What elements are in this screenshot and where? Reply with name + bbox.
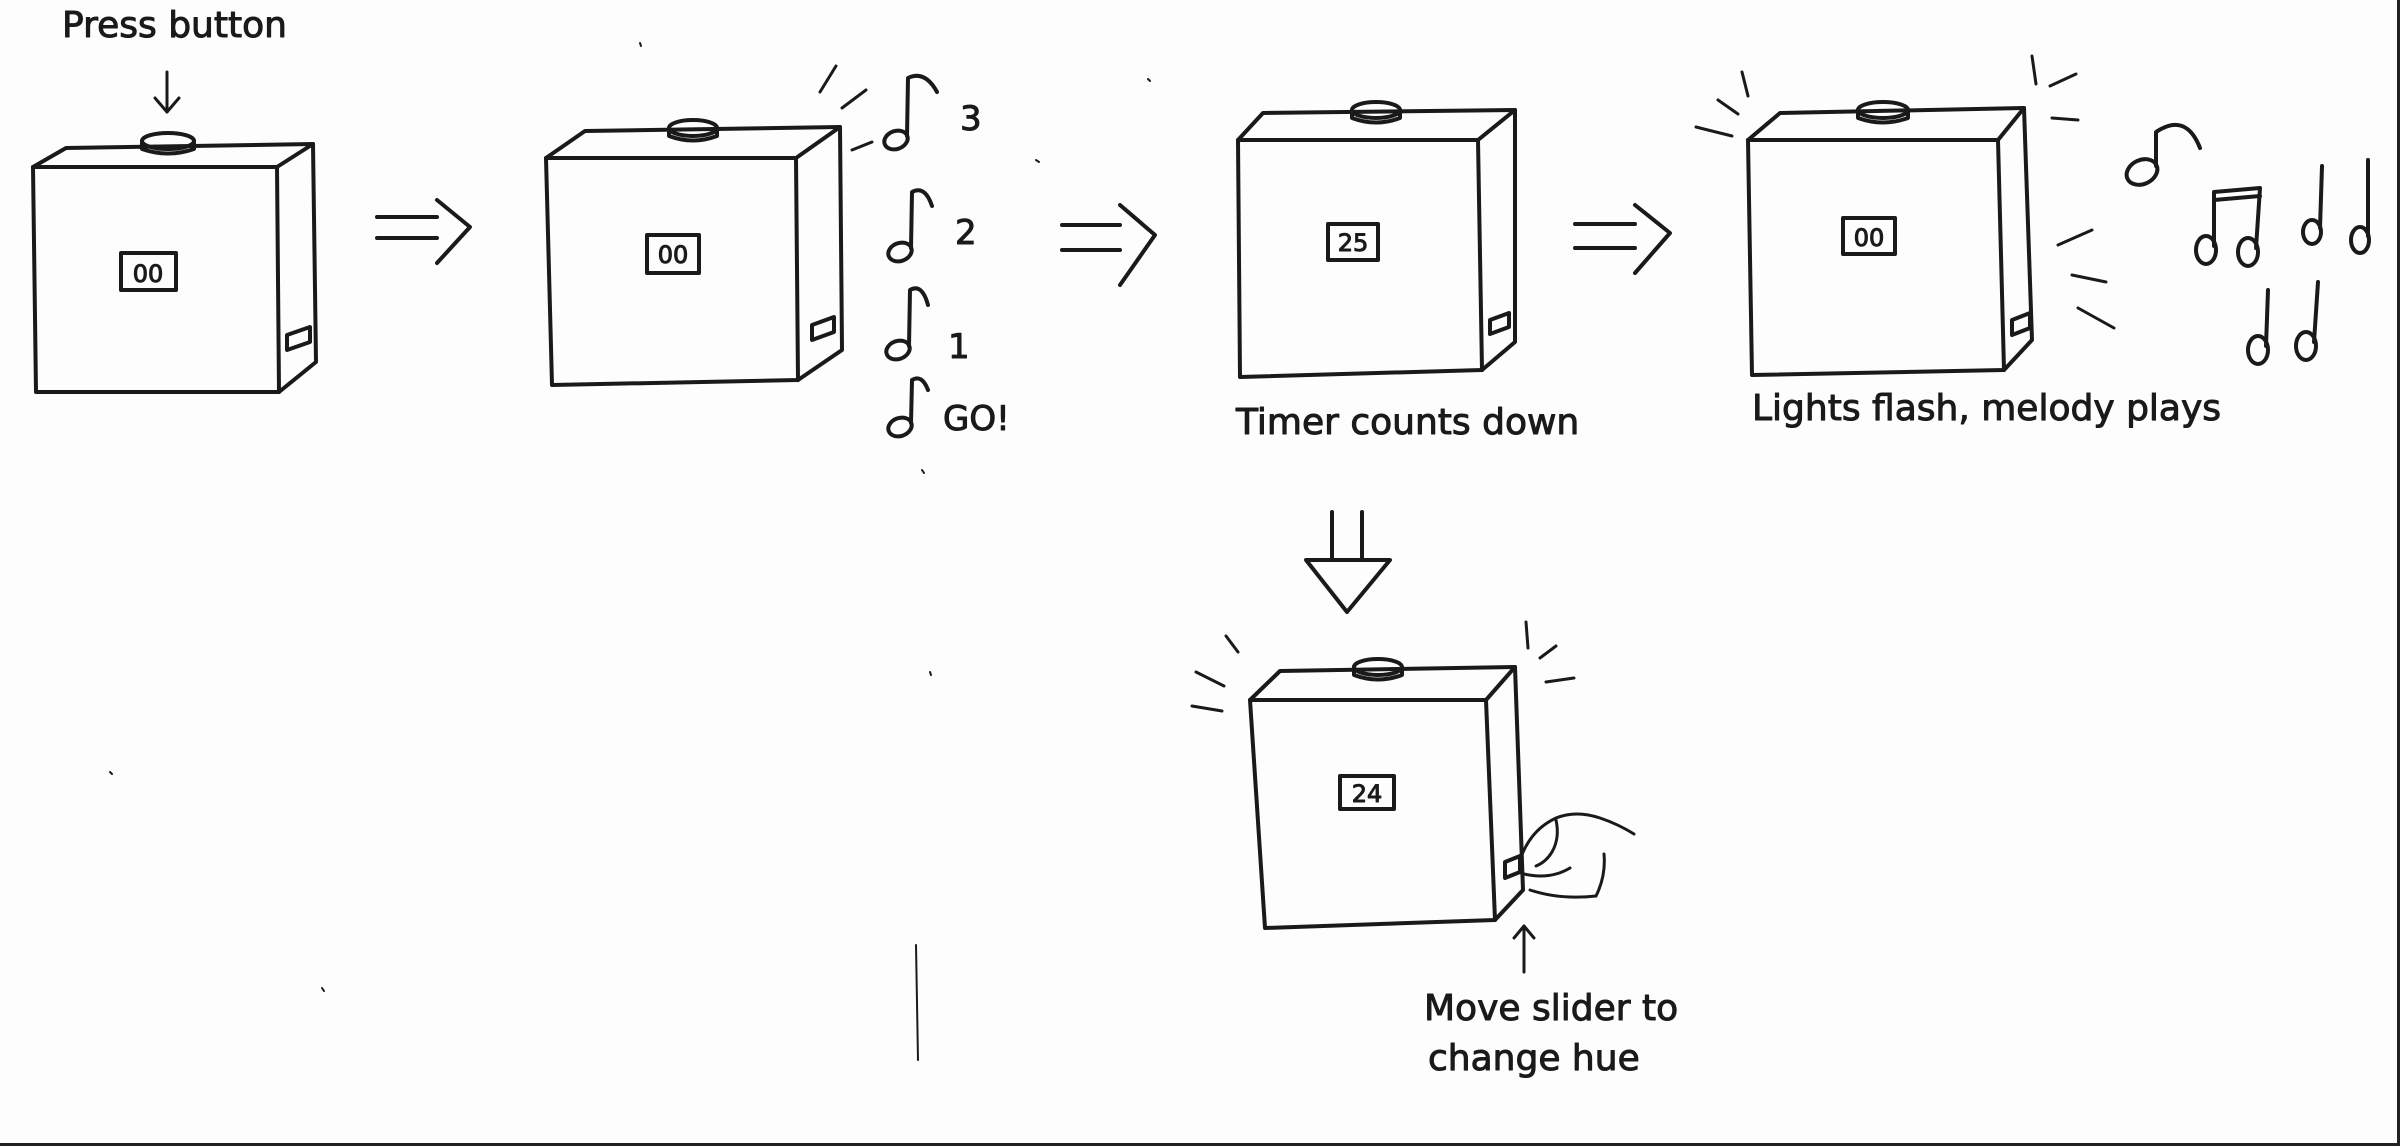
flash-lines xyxy=(1190,620,1576,713)
timer-display xyxy=(645,233,701,275)
right-arrow-icon xyxy=(1573,203,1672,275)
label-press-button: Press button xyxy=(62,5,287,46)
label-move-slider-2: change hue xyxy=(1428,1038,1640,1079)
right-arrow-icon xyxy=(1060,203,1157,287)
side-slider xyxy=(1503,854,1522,880)
timer-display xyxy=(1326,222,1380,262)
down-arrow-icon xyxy=(153,70,181,114)
box-4-lights xyxy=(1746,100,2034,377)
up-arrow-icon xyxy=(1512,924,1536,974)
box-2-countdown xyxy=(544,118,844,387)
timer-display xyxy=(1841,216,1897,256)
flash-lines xyxy=(1694,54,2116,330)
music-note-icon xyxy=(886,376,930,439)
side-slider xyxy=(2010,311,2032,337)
display-value-4: 00 xyxy=(1854,224,1885,252)
display-value-1: 00 xyxy=(133,260,164,288)
countdown-go: GO! xyxy=(943,399,1010,439)
pencil-specks xyxy=(109,42,1151,1061)
music-note-icon xyxy=(886,188,934,264)
timer-display xyxy=(119,251,178,292)
box-3-timer xyxy=(1236,100,1517,379)
down-hollow-arrow-icon xyxy=(1304,510,1392,614)
side-slider xyxy=(810,315,836,342)
timer-display xyxy=(1338,774,1396,811)
label-move-slider-1: Move slider to xyxy=(1424,988,1678,1029)
box-5-slider xyxy=(1248,657,1525,930)
top-button xyxy=(1352,657,1404,677)
display-value-3: 25 xyxy=(1338,229,1369,257)
sound-lines xyxy=(818,64,874,152)
label-lights-flash: Lights flash, melody plays xyxy=(1752,388,2221,429)
music-notes-icon xyxy=(2124,122,2371,366)
right-arrow-icon xyxy=(375,198,472,265)
countdown-3: 3 xyxy=(960,99,982,139)
box-1-idle xyxy=(31,131,318,394)
music-note-icon xyxy=(884,286,930,362)
side-slider xyxy=(285,325,312,352)
display-value-2: 00 xyxy=(658,241,689,269)
countdown-2: 2 xyxy=(955,213,977,253)
display-value-5: 24 xyxy=(1352,780,1383,808)
countdown-1: 1 xyxy=(948,327,970,367)
hand-icon xyxy=(1518,812,1636,899)
label-timer-counts-down: Timer counts down xyxy=(1235,402,1579,443)
side-slider xyxy=(1488,311,1511,336)
music-note-icon xyxy=(882,73,939,152)
